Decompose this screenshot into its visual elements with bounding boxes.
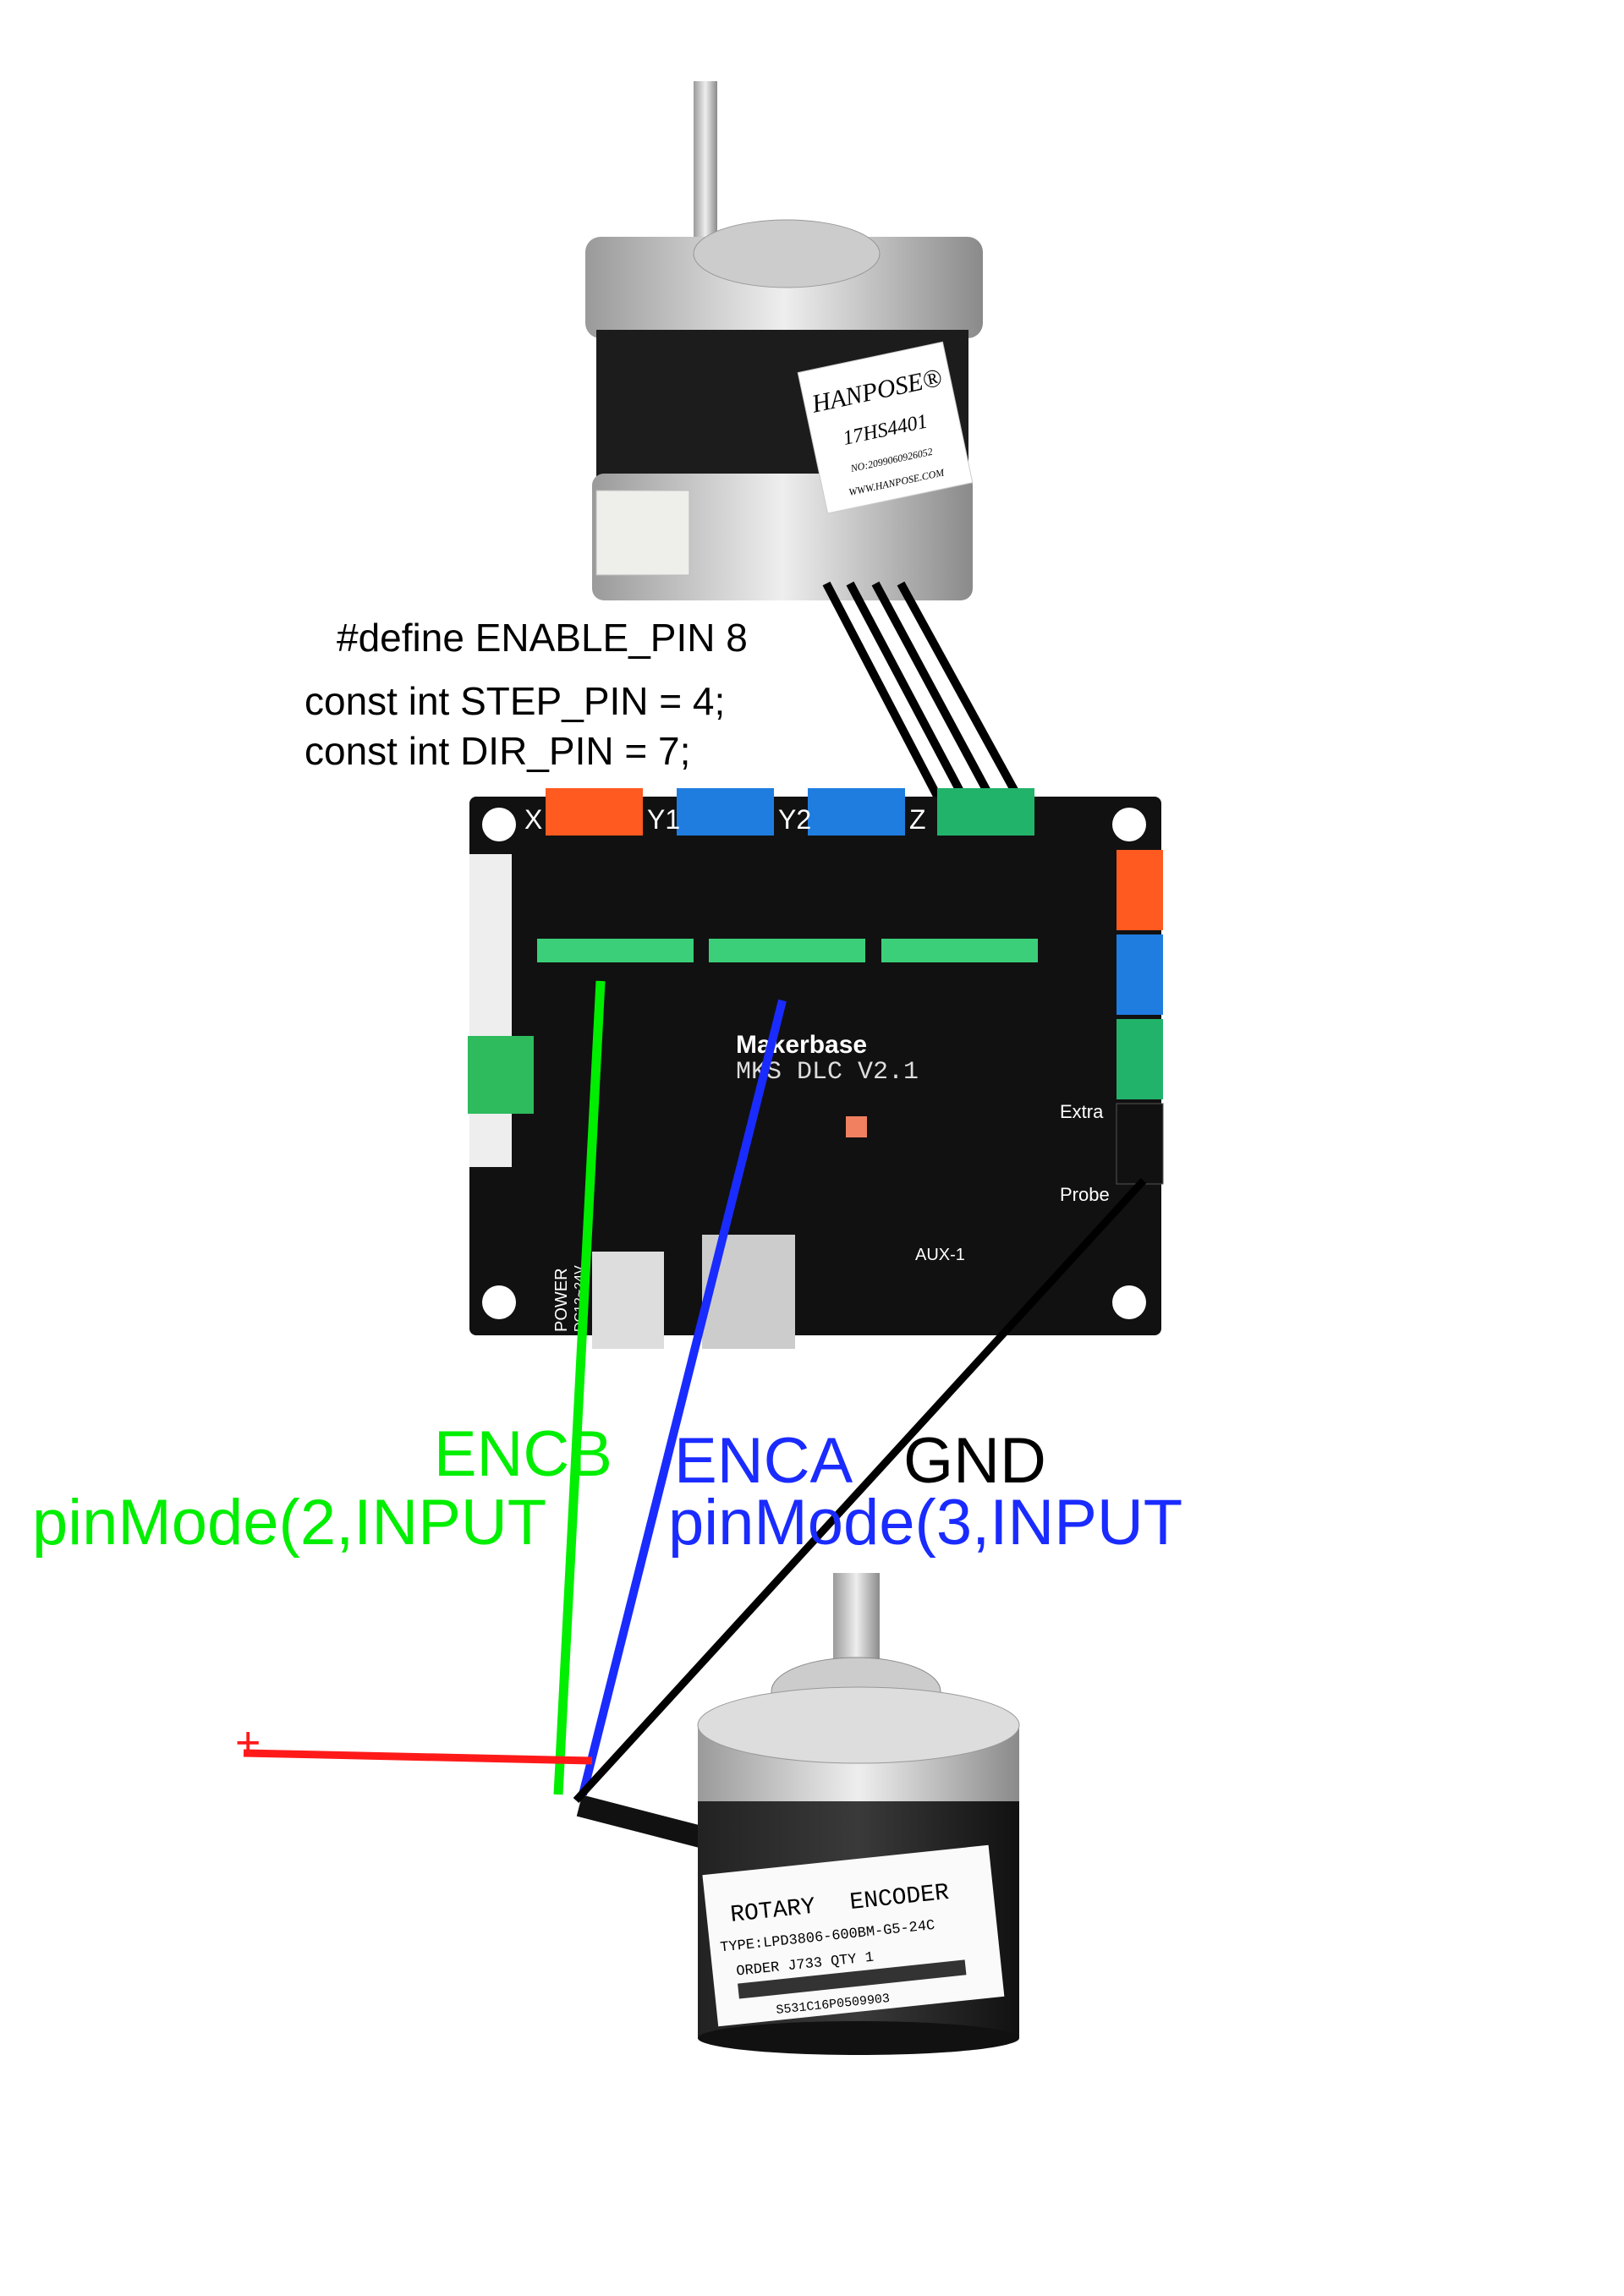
- motor-shaft: [694, 81, 717, 250]
- z-axis-connector: [937, 788, 1034, 836]
- z-label: Z: [909, 804, 926, 835]
- encb-wire: [553, 980, 606, 1795]
- encb-code-label: pinMode(2,INPUT: [32, 1487, 546, 1559]
- controller-board: Y1 Y2 Z X Makerbase MKS DLC V2.1 Extra P…: [468, 788, 1164, 1349]
- plus-label: +: [235, 1718, 261, 1767]
- y2-label: Y2: [778, 804, 811, 835]
- y1-label: Y1: [647, 804, 680, 835]
- power-wire: [243, 1749, 593, 1765]
- board-brand: Makerbase: [736, 1031, 867, 1059]
- enable-pin-label: #define ENABLE_PIN 8: [337, 616, 748, 660]
- y2-axis-connector: [808, 788, 905, 836]
- y1-axis-connector: [677, 788, 774, 836]
- aux-label: AUX-1: [915, 1246, 965, 1264]
- encb-label: ENCB: [434, 1418, 612, 1490]
- x-label: X: [524, 804, 542, 835]
- motor-wires: [822, 581, 1023, 802]
- enca-wire: [579, 999, 787, 1796]
- motor-connector: [595, 490, 690, 576]
- stepper-motor: HANPOSE® 17HS4401 NO:2099060926052 WWW.H…: [585, 81, 983, 600]
- step-pin-label: const int STEP_PIN = 4;: [304, 679, 725, 723]
- enca-code-label: pinMode(3,INPUT: [668, 1487, 1182, 1559]
- power-label: POWER: [552, 1268, 571, 1332]
- rotary-encoder: ROTARY ENCODER TYPE:LPD3806-600BM-G5-24C…: [576, 1573, 1020, 2055]
- enca-label: ENCA: [674, 1425, 853, 1497]
- barcode: [738, 1959, 967, 1999]
- dir-pin-label: const int DIR_PIN = 7;: [304, 729, 690, 773]
- x-axis-connector: [546, 788, 643, 836]
- gnd-label: GND: [903, 1425, 1046, 1497]
- probe-label: Probe: [1060, 1184, 1110, 1205]
- gnd-wire: [573, 1177, 1147, 1804]
- extra-label: Extra: [1060, 1101, 1104, 1122]
